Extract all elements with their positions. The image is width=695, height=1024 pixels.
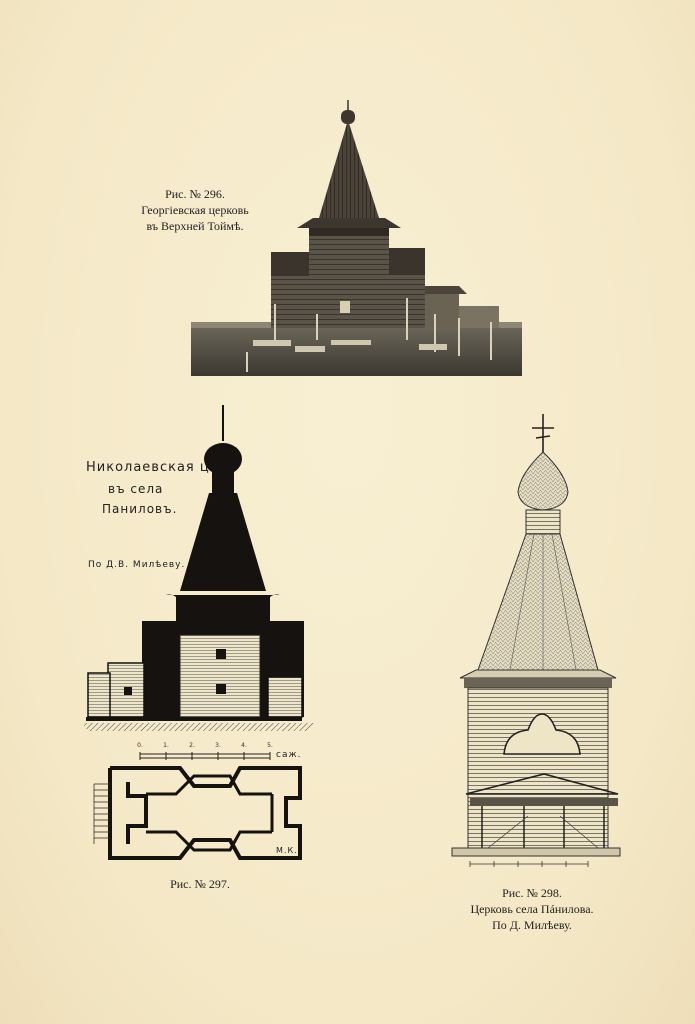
scale-tick-4: 4. — [241, 742, 247, 749]
fig298-number: Рис. № 298. — [502, 886, 562, 900]
fig297-monogram: М.К. — [276, 846, 298, 855]
fig297-hand-title3: Паниловъ. — [102, 502, 178, 516]
scale-tick-5: 5. — [267, 742, 273, 749]
fig297-elevation — [82, 405, 314, 731]
fig296-title-line1: Георгiевская церковь — [141, 203, 249, 217]
fig296-photo — [191, 100, 522, 376]
scale-tick-2: 2. — [189, 742, 195, 749]
fig297-hand-title2: въ села — [108, 482, 164, 496]
fig298-elevation — [451, 414, 621, 867]
fig298-title-line1: Церковь села Пáнилова. — [470, 902, 594, 916]
fig296-number: Рис. № 296. — [165, 187, 225, 201]
fig298-title-line2: По Д. Милѣеву. — [492, 918, 572, 932]
fig297-number: Рис. № 297. — [170, 877, 230, 891]
fig297-floor-plan — [93, 766, 302, 860]
scale-tick-1: 1. — [163, 742, 169, 749]
scale-tick-0: 0. — [137, 742, 143, 749]
fig297-hand-title1: Николаевская ц. — [86, 460, 215, 475]
fig296-caption: Рис. № 296. Георгiевская церковь въ Верх… — [120, 186, 270, 234]
fig298-caption: Рис. № 298. Церковь села Пáнилова. По Д.… — [444, 885, 620, 933]
scale-tick-3: 3. — [215, 742, 221, 749]
fig297-scale-unit: саж. — [276, 750, 302, 760]
fig297-hand-author: По Д.В. Милѣеву. — [88, 560, 186, 570]
fig296-title-line2: въ Верхней Тоймѣ. — [146, 219, 244, 233]
fig297-scale-bar: 0. 1. 2. 3. 4. 5. — [137, 742, 273, 760]
fig297-caption: Рис. № 297. — [140, 876, 260, 892]
